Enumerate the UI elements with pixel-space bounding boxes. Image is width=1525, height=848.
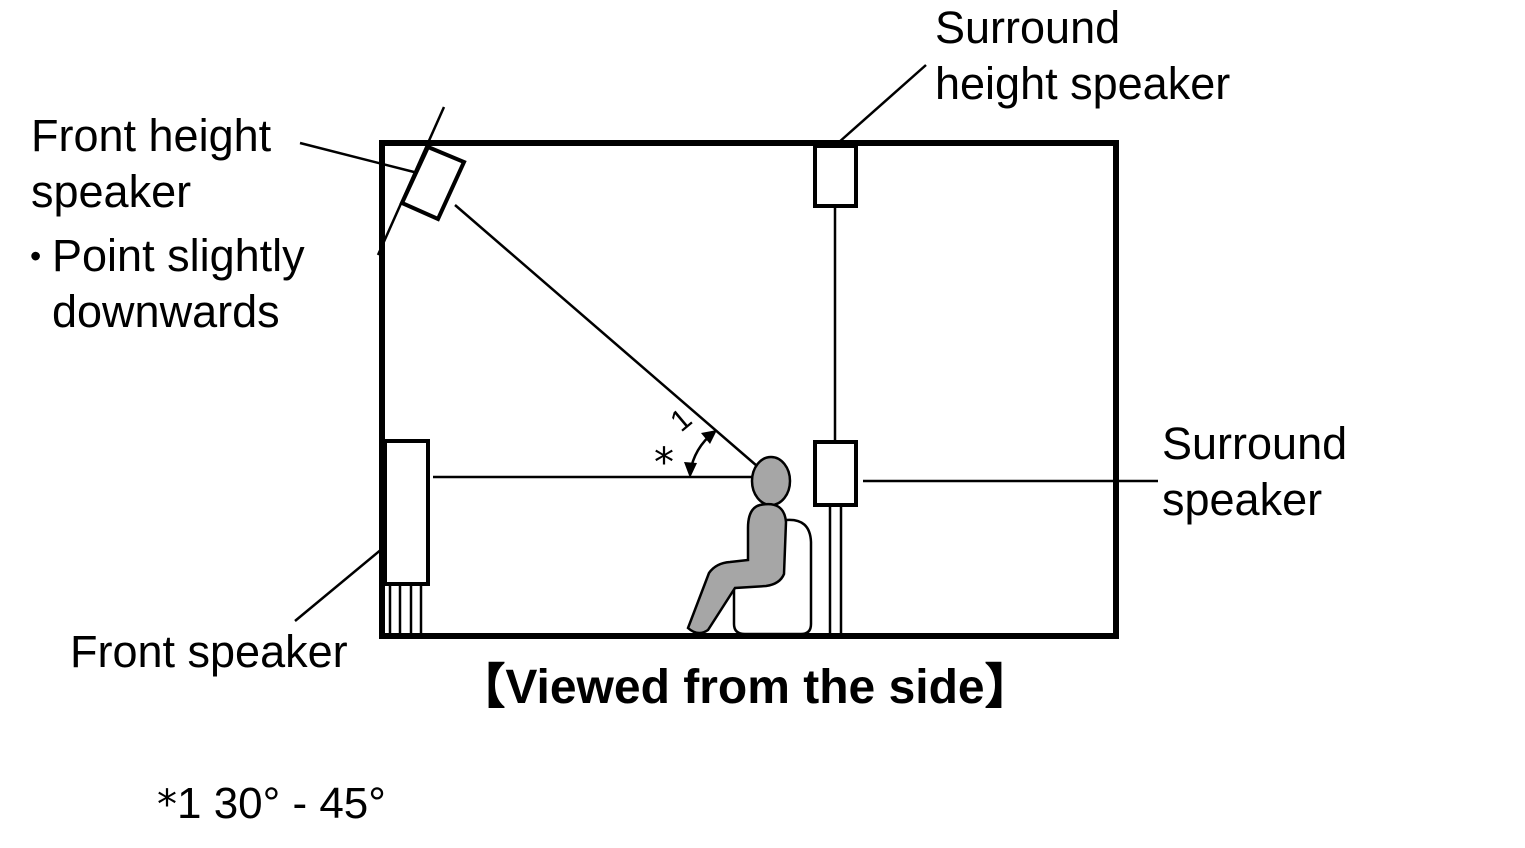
front-speaker [383,439,430,636]
front-speaker-label: Front speaker [70,626,348,677]
room-outline [379,140,1119,639]
angle-footnote: *1 30° - 45° [157,776,386,833]
bullet-icon: • [30,238,42,274]
front-height-to-listener-line [454,204,758,467]
angle-marker-number: 1 [664,402,698,438]
listener-person [686,455,792,635]
surround-height-speaker-label: Surround height speaker [935,2,1231,109]
surround-height-speaker [813,144,858,208]
footnote-text: 1 30° - 45° [177,779,386,828]
angle-arc [684,430,717,478]
diagram-caption: 【Viewed from the side】 [457,661,1033,714]
front-height-speaker-note: • Point slightly downwards [30,230,305,337]
footnote-star: * [157,782,177,828]
front-height-speaker-label: Front height speaker [31,110,272,217]
front-speaker-leader-line [294,547,384,622]
surround-speaker-label: Surround speaker [1162,418,1348,525]
front-height-axis-line [376,106,446,256]
surround-speaker [813,440,858,636]
angle-marker-star: * [654,440,674,486]
front-height-leader-line [299,141,415,174]
surround-height-leader-line [837,64,927,144]
